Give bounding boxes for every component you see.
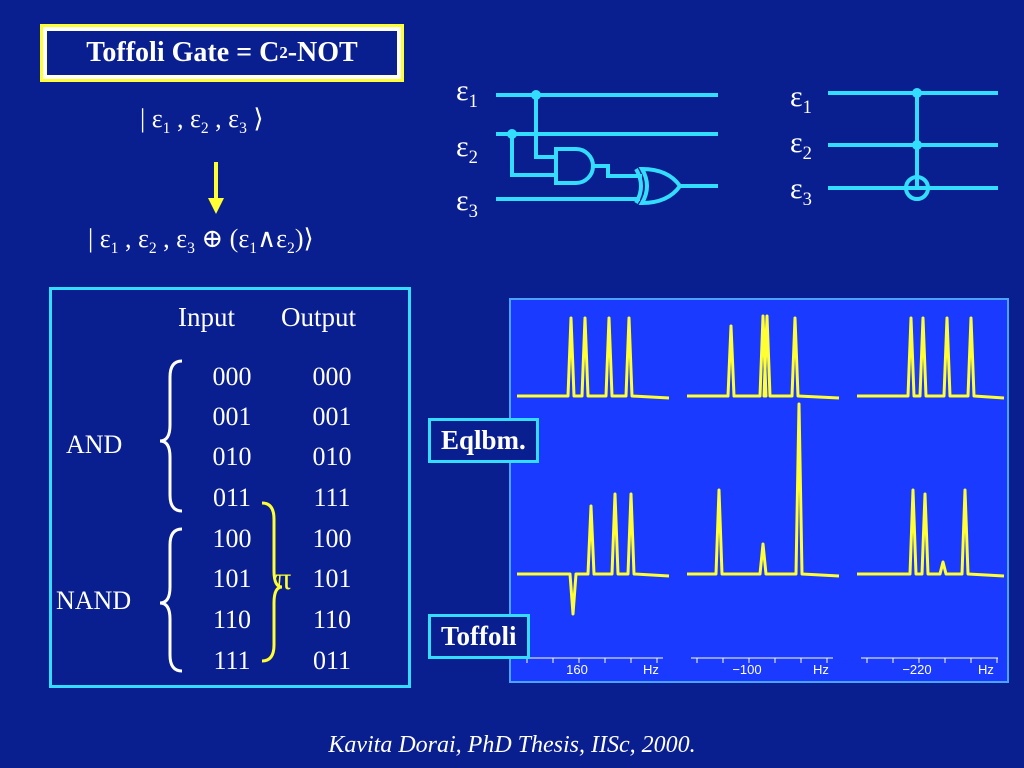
title-sup: 2 bbox=[279, 43, 288, 62]
table-cell-in: 100 bbox=[212, 524, 252, 553]
circuit1-label-e3: ε3 bbox=[456, 184, 478, 222]
table-cell-out: 001 bbox=[312, 402, 352, 431]
input-ket: | ε1 , ε2 , ε3 ⟩ bbox=[140, 104, 264, 138]
table-cell-out: 101 bbox=[312, 564, 352, 593]
spectrum-trace bbox=[687, 314, 840, 400]
nand-brace bbox=[159, 527, 183, 673]
tap-dot-2 bbox=[507, 129, 517, 139]
xor-gate-icon bbox=[638, 166, 683, 206]
circuit2-label-e3: ε3 bbox=[790, 172, 812, 210]
eqlbm-tag: Eqlbm. bbox=[428, 418, 539, 463]
toffoli-tag: Toffoli bbox=[428, 614, 530, 659]
axis-tick-label: 160 bbox=[566, 662, 588, 677]
xor-gate-back-icon bbox=[634, 167, 643, 205]
output-ket: | ε1 , ε2 , ε3 ⊕ (ε1∧ε2)⟩ bbox=[88, 224, 314, 258]
table-cell-in: 000 bbox=[212, 362, 252, 391]
title-main: Toffoli Gate = C bbox=[86, 37, 280, 68]
axis-unit-label: Hz bbox=[643, 662, 659, 677]
axis-unit-label: Hz bbox=[813, 662, 829, 677]
truth-table-box bbox=[49, 287, 411, 688]
table-cell-in: 010 bbox=[212, 442, 252, 471]
group-label-nand: NAND bbox=[56, 586, 132, 615]
circuit1-label-e1: ε1 bbox=[456, 74, 478, 112]
quantum-toffoli-circuit bbox=[828, 88, 998, 201]
circuit2-label-e2: ε2 bbox=[790, 126, 812, 164]
table-cell-out: 010 bbox=[312, 442, 352, 471]
header-input: Input bbox=[178, 302, 235, 332]
table-cell-out: 000 bbox=[312, 362, 352, 391]
pi-brace bbox=[261, 501, 283, 663]
spectrum-trace bbox=[517, 316, 670, 400]
tap-dot-1 bbox=[531, 90, 541, 100]
table-cell-in: 110 bbox=[212, 605, 252, 634]
down-arrow-icon bbox=[208, 162, 224, 214]
title-rest: -NOT bbox=[287, 37, 358, 68]
and-brace bbox=[159, 359, 183, 513]
circuit2-label-e1: ε1 bbox=[790, 80, 812, 118]
axis-tick-label: −100 bbox=[732, 662, 761, 677]
table-cell-out: 110 bbox=[312, 605, 352, 634]
spectrum-trace bbox=[687, 402, 840, 578]
table-cell-in: 011 bbox=[212, 483, 252, 512]
spectrum-trace bbox=[857, 488, 1005, 578]
table-cell-out: 111 bbox=[313, 483, 351, 512]
axis-unit-label: Hz bbox=[978, 662, 994, 677]
table-cell-out: 011 bbox=[312, 646, 352, 675]
table-cell-in: 001 bbox=[212, 402, 252, 431]
table-braces bbox=[159, 359, 283, 673]
control-dot-1 bbox=[912, 88, 922, 98]
citation: Kavita Dorai, PhD Thesis, IISc, 2000. bbox=[328, 732, 696, 758]
table-cell-in: 101 bbox=[212, 564, 252, 593]
spectrum-trace bbox=[517, 492, 670, 616]
control-dot-2 bbox=[912, 140, 922, 150]
classical-toffoli-circuit bbox=[496, 90, 718, 206]
and-gate-icon bbox=[554, 147, 595, 185]
group-label-and: AND bbox=[66, 430, 123, 459]
header-output: Output bbox=[281, 302, 357, 332]
circuit1-label-e2: ε2 bbox=[456, 130, 478, 168]
spectrum-trace bbox=[857, 316, 1005, 400]
table-cell-out: 100 bbox=[312, 524, 352, 553]
nmr-spectra: 160 Hz −100 Hz −220 Hz bbox=[517, 314, 1005, 677]
table-cell-in: 111 bbox=[213, 646, 251, 675]
axis-tick-label: −220 bbox=[902, 662, 931, 677]
